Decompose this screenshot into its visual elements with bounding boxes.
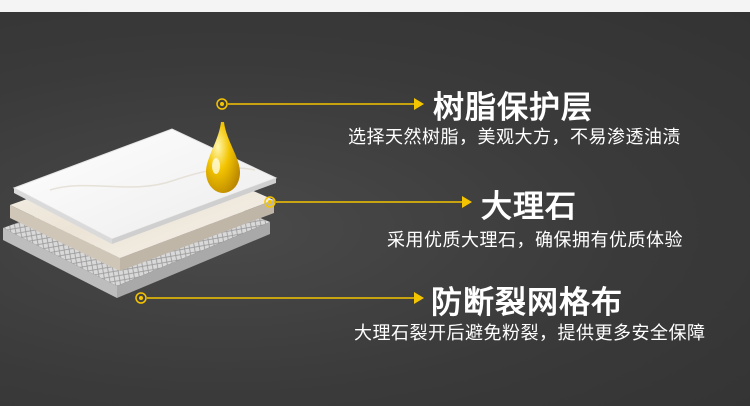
connector-mesh xyxy=(135,292,424,304)
feature-title-resin: 树脂保护层 xyxy=(433,90,593,126)
resin-drop-icon xyxy=(206,122,240,193)
feature-title-marble: 大理石 xyxy=(481,189,577,225)
feature-desc-mesh: 大理石裂开后避免粉裂，提供更多安全保障 xyxy=(354,323,706,344)
top-border-strip xyxy=(0,0,750,12)
feature-title-mesh: 防断裂网格布 xyxy=(431,285,623,321)
connector-marble xyxy=(264,196,472,208)
feature-desc-resin: 选择天然树脂，美观大方，不易渗透油渍 xyxy=(348,127,681,148)
connector-resin xyxy=(216,98,424,110)
feature-desc-marble: 采用优质大理石，确保拥有优质体验 xyxy=(387,230,683,251)
